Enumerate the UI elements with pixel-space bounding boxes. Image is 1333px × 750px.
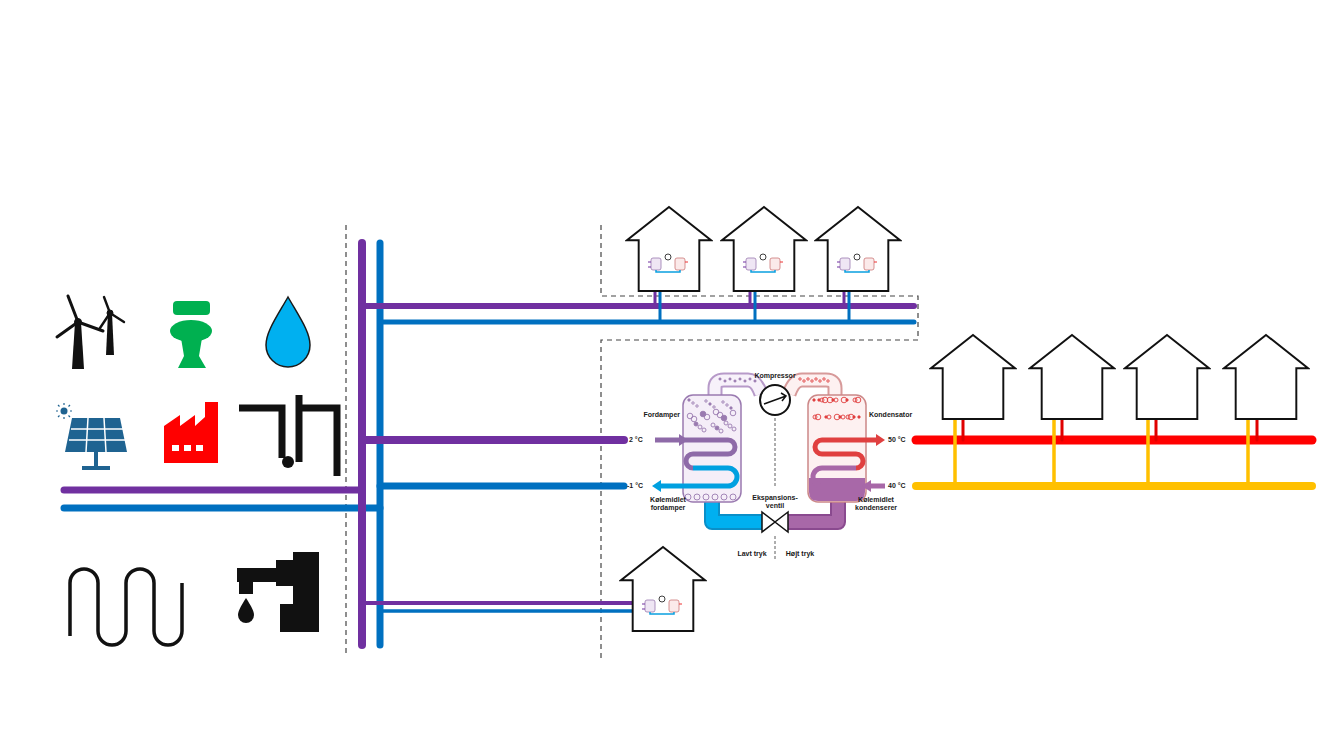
bubble: [713, 409, 719, 415]
bubble: [715, 426, 719, 430]
diagram-label: Højt tryk: [786, 550, 814, 558]
bubble: [813, 399, 815, 401]
borehole-icon: [239, 395, 337, 476]
bubble: [811, 380, 813, 382]
diagram-label: Kølemidlet fordamper: [644, 496, 692, 512]
diagram-label: 50 °C: [888, 436, 906, 444]
bubble: [807, 378, 809, 380]
bubble: [730, 410, 736, 416]
diagram-label: Ekspansions- ventil: [748, 494, 802, 510]
water-drop-icon: [266, 297, 310, 367]
bubble: [709, 403, 711, 405]
waste-heat-tap-icon: [237, 552, 319, 632]
house-icons: [621, 207, 1308, 631]
bubble: [734, 380, 736, 382]
factory-icon: [164, 402, 218, 463]
solar-panel-icon: [56, 403, 127, 468]
bubble: [696, 405, 698, 407]
bubble: [703, 494, 709, 500]
bubble: [846, 415, 850, 419]
bubble: [694, 422, 698, 426]
bubble: [711, 423, 715, 427]
diagram-label: Fordamper: [643, 411, 680, 419]
bubble: [705, 400, 707, 402]
bubble: [726, 404, 728, 406]
bubble: [728, 424, 732, 428]
toilet-icon: [170, 301, 212, 368]
diagram-label: -1 °C: [627, 482, 643, 490]
bubble: [825, 416, 827, 418]
diagram-label: Lavt tryk: [737, 550, 766, 558]
bubble: [739, 378, 741, 380]
bubble: [687, 413, 693, 419]
bubble: [827, 397, 833, 403]
pipe-network: [64, 243, 1312, 645]
bubble: [815, 378, 817, 380]
wind-turbine-icon: [57, 296, 124, 369]
bubble: [719, 378, 721, 380]
bubble: [730, 407, 732, 409]
diagram-label: 2 °C: [629, 436, 643, 444]
bubble: [702, 428, 706, 432]
diagram-label: Kompressor: [754, 372, 795, 380]
bubble: [685, 494, 691, 500]
bubble: [692, 402, 694, 404]
bubble: [813, 415, 817, 419]
bubble: [698, 425, 702, 429]
bubble: [818, 399, 820, 401]
bubble: [719, 429, 723, 433]
bubble: [688, 399, 690, 401]
bubble: [853, 398, 857, 402]
bubble: [694, 494, 700, 500]
bubble: [732, 427, 736, 431]
bubble: [744, 380, 746, 382]
bubble: [823, 378, 825, 380]
bubble: [724, 421, 728, 425]
bubble: [721, 415, 727, 421]
bubble: [712, 494, 718, 500]
heat-pump-illustration: [652, 378, 885, 560]
ground-loop-icon: [70, 569, 182, 645]
bubble: [749, 378, 751, 380]
bubble: [754, 380, 756, 382]
bubble: [722, 401, 724, 403]
bubble: [858, 416, 860, 418]
bubble: [721, 494, 727, 500]
diagram-label: Kølemidlet kondenserer: [847, 496, 905, 512]
bubble: [803, 380, 805, 382]
bubble: [834, 414, 840, 420]
bubble: [827, 380, 829, 382]
bubble: [819, 380, 821, 382]
bubble: [729, 378, 731, 380]
bubble: [730, 494, 736, 500]
bubble: [724, 380, 726, 382]
diagram-label: Kondensator: [869, 411, 912, 419]
bubble: [799, 378, 801, 380]
diagram-label: 40 °C: [888, 482, 906, 490]
bubble: [691, 416, 697, 422]
bubble: [704, 414, 710, 420]
bubble: [713, 406, 715, 408]
bubble: [841, 397, 847, 403]
bubble: [700, 411, 706, 417]
